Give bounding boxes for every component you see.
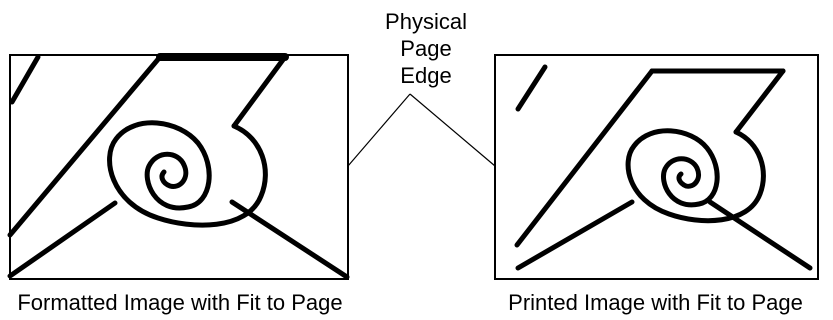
callout-line-2: Page: [356, 35, 496, 62]
callout-line-right: [410, 94, 495, 166]
printed-image-panel: [495, 55, 818, 279]
physical-page-edge-label: Physical Page Edge: [356, 8, 496, 89]
formatted-image-caption: Formatted Image with Fit to Page: [0, 290, 360, 316]
callout-line-left: [348, 94, 410, 166]
formatted-image-panel: [10, 55, 348, 279]
printed-image-caption: Printed Image with Fit to Page: [478, 290, 833, 316]
physical-page-edge-callout: [348, 94, 495, 166]
callout-line-3: Edge: [356, 62, 496, 89]
callout-line-1: Physical: [356, 8, 496, 35]
